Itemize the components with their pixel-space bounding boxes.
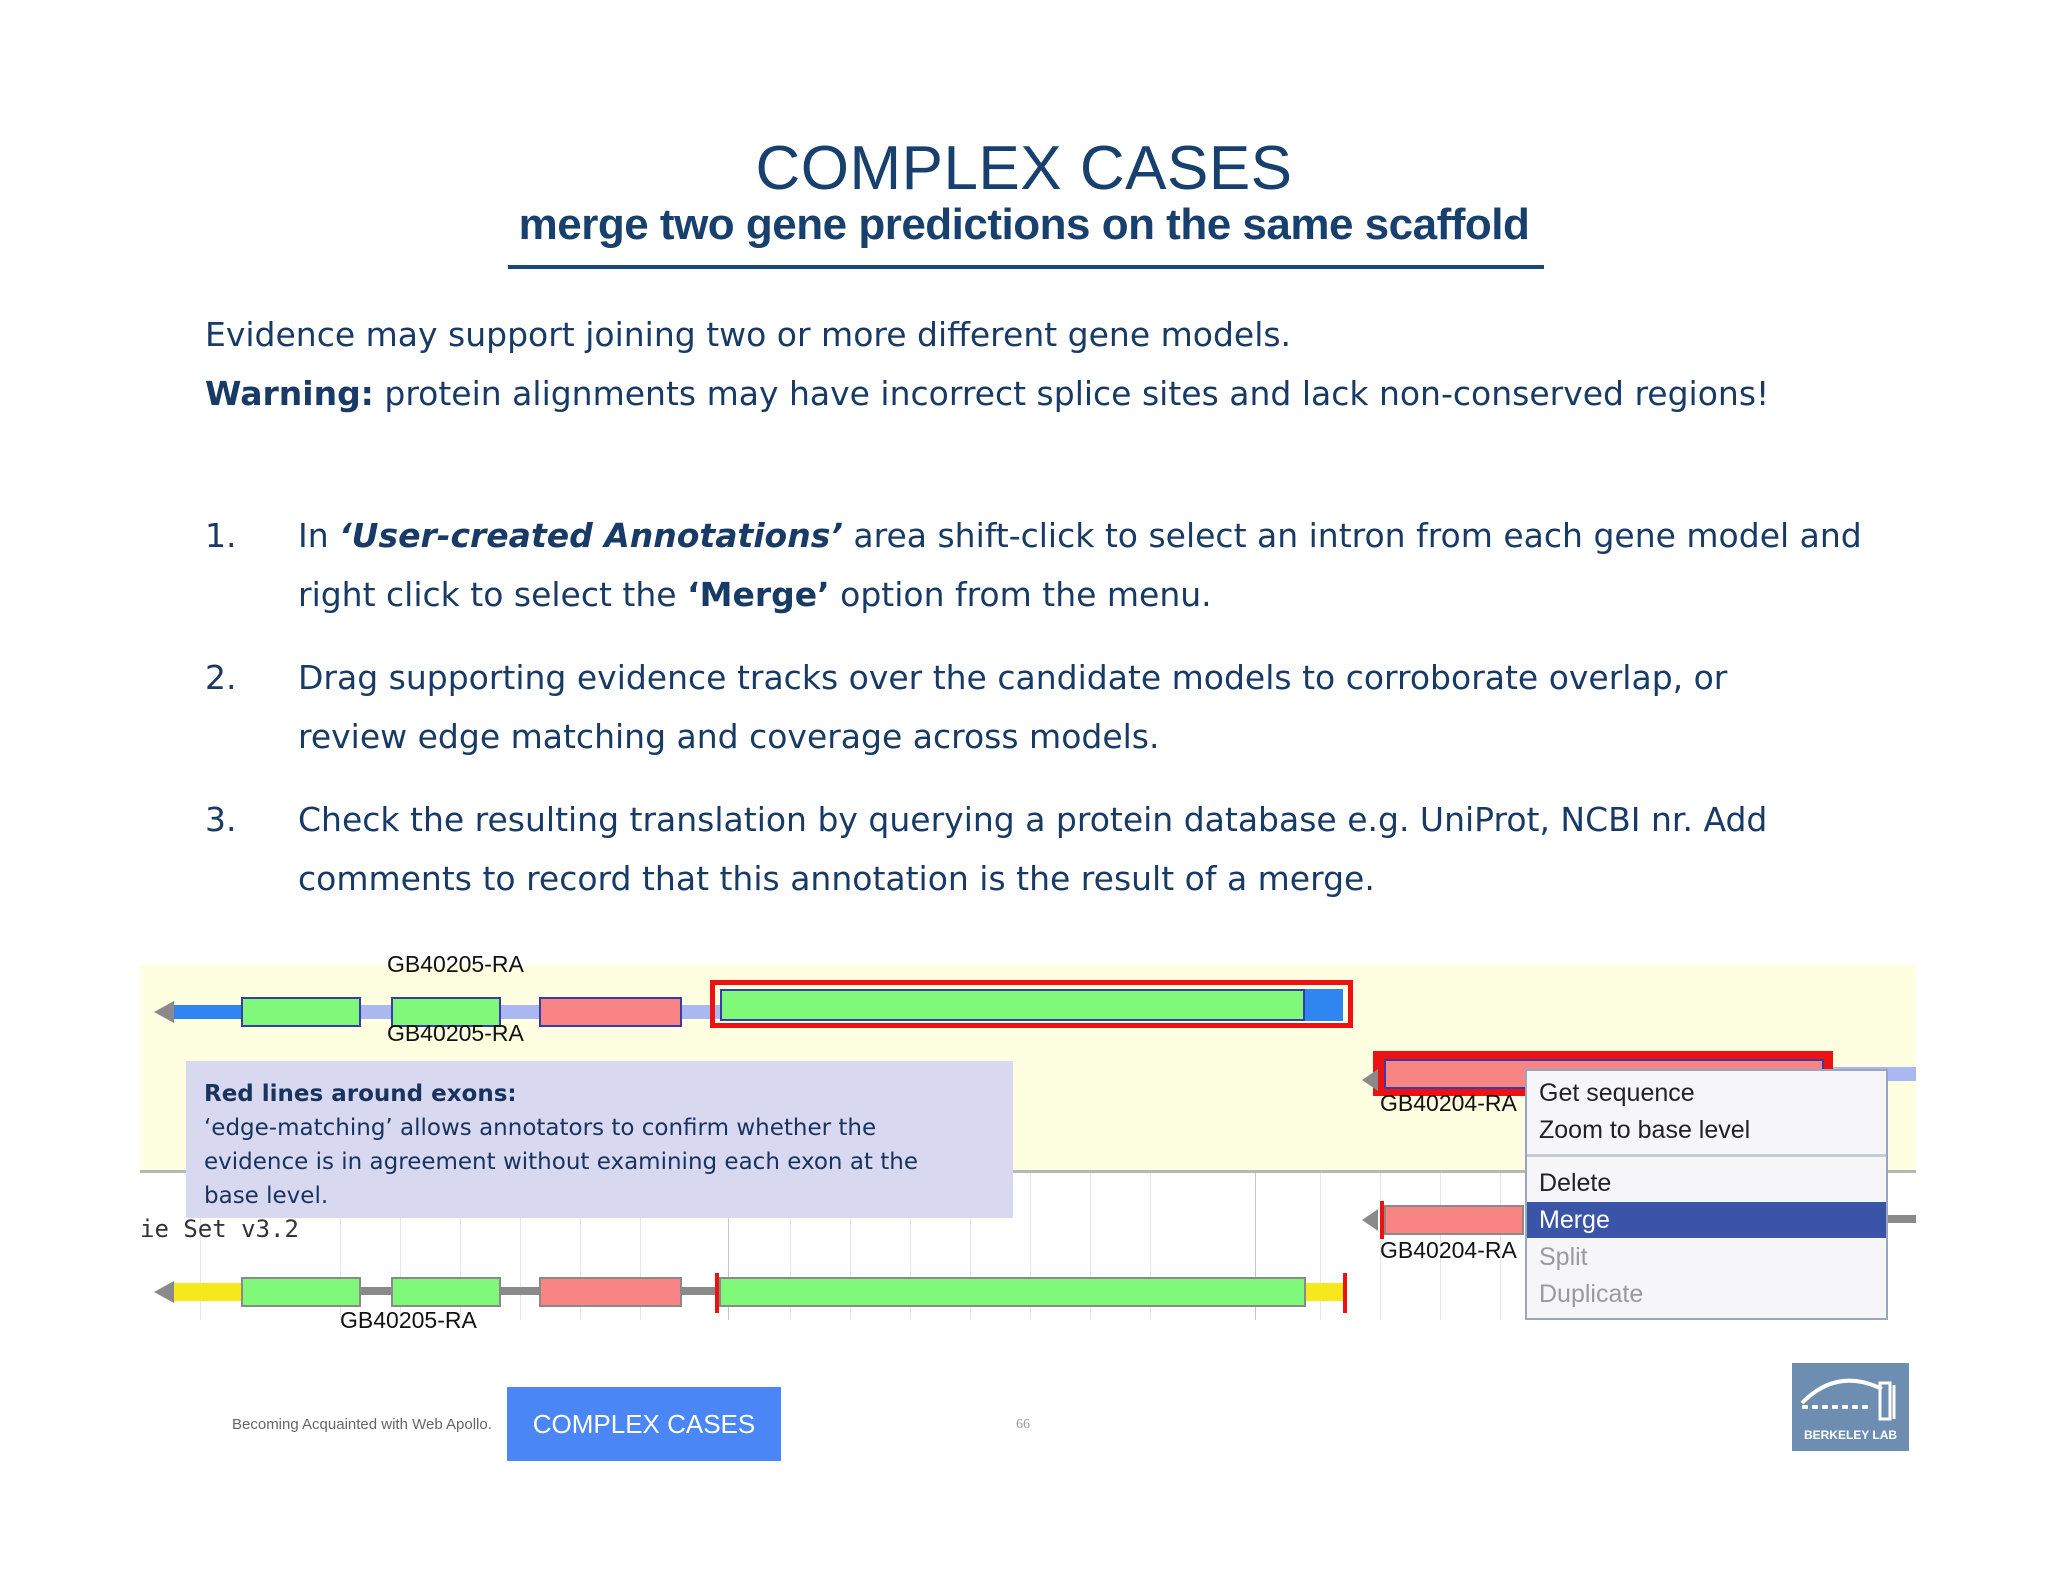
intro-line: Evidence may support joining two or more… [205, 315, 1292, 354]
menu-item-split[interactable]: Split [1539, 1243, 1588, 1271]
grid-line [640, 1173, 641, 1320]
exon[interactable] [720, 989, 1305, 1021]
edge-match-highlight [710, 980, 1353, 1028]
grid-line [728, 1173, 729, 1320]
edge-match-tick [1343, 1273, 1347, 1313]
exon[interactable] [391, 1277, 501, 1307]
warning-label: Warning: [205, 374, 374, 413]
menu-item-delete[interactable]: Delete [1539, 1169, 1612, 1197]
step-3-line-2: comments to record that this annotation … [298, 859, 1375, 898]
step-1-text: right click to select the [298, 575, 688, 614]
track-divider [140, 1170, 1916, 1173]
warning-text: protein alignments may have incorrect sp… [373, 374, 1770, 413]
utr-block [1305, 989, 1343, 1021]
footer-section-label: COMPLEX CASES [532, 1409, 756, 1439]
edge-match-tick [1380, 1201, 1384, 1239]
grid-line [790, 1173, 791, 1320]
strand-arrow-icon [1362, 1069, 1378, 1091]
warning-line: Warning: protein alignments may have inc… [205, 377, 1769, 410]
intron-line [1888, 1215, 1916, 1223]
grid-line [520, 1173, 521, 1320]
exon[interactable] [241, 997, 361, 1027]
step-1-text: option from the menu. [829, 575, 1212, 614]
strand-arrow-icon [1362, 1209, 1378, 1231]
title-underline [508, 265, 1544, 269]
berkeley-lab-logo-icon [1800, 1378, 1896, 1421]
edge-match-tick [715, 1273, 719, 1313]
exon[interactable] [1384, 1205, 1524, 1235]
menu-item-get-sequence[interactable]: Get sequence [1539, 1079, 1695, 1107]
grid-line [970, 1173, 971, 1320]
utr-block [174, 1005, 244, 1019]
logo-text: BERKELEY LAB [1803, 1428, 1898, 1442]
edge-matching-callout: Red lines around exons: ‘edge-matching’ … [186, 1061, 1013, 1218]
exon[interactable] [539, 1277, 682, 1307]
step-1-text: area shift-click to select an intron fro… [842, 516, 1862, 555]
grid-line [1380, 1173, 1381, 1320]
step-3-line-1: Check the resulting translation by query… [298, 800, 1768, 839]
grid-line [1255, 1173, 1256, 1320]
callout-title: Red lines around exons: [204, 1081, 517, 1107]
gene-label-right-1: GB40204-RA [1380, 1090, 1517, 1116]
utr-block [1306, 1283, 1344, 1301]
grid-line [910, 1173, 911, 1320]
footer-course-title: Becoming Acquainted with Web Apollo. [232, 1416, 492, 1433]
gene-label-cut-top: GB40205-RA [387, 951, 524, 977]
step-2-line-1: Drag supporting evidence tracks over the… [298, 658, 1728, 697]
step-1-line-2: right click to select the ‘Merge’ option… [298, 578, 1212, 611]
user-created-annotations-term: ‘User-created Annotations’ [339, 516, 843, 555]
callout-line: base level. [204, 1183, 329, 1209]
footer-section-tab[interactable] [507, 1387, 781, 1461]
grid-line [460, 1173, 461, 1320]
exon[interactable] [719, 1277, 1306, 1307]
merge-term: ‘Merge’ [687, 575, 830, 614]
apollo-screenshot: GB40205-RA GB40205-RA GB40204-RA Red lin… [140, 951, 1916, 1333]
grid-line [340, 1173, 341, 1320]
callout-line: ‘edge-matching’ allows annotators to con… [204, 1115, 877, 1141]
slide-subtitle: merge two gene predictions on the same s… [518, 200, 1530, 249]
grid-line [1150, 1173, 1151, 1320]
exon[interactable] [539, 997, 682, 1027]
menu-item-duplicate[interactable]: Duplicate [1539, 1280, 1644, 1308]
grid-line [1030, 1173, 1031, 1320]
slide-title: COMPLEX CASES [755, 134, 1293, 203]
step-2-line-2: review edge matching and coverage across… [298, 717, 1160, 756]
callout-line: evidence is in agreement without examini… [204, 1149, 918, 1175]
menu-separator [1527, 1154, 1886, 1157]
grid-line [1440, 1173, 1441, 1320]
grid-line [850, 1173, 851, 1320]
exon[interactable] [241, 1277, 361, 1307]
step-number: 3. [205, 800, 237, 839]
gene-label-right-2: GB40204-RA [1380, 1237, 1517, 1263]
exon[interactable] [391, 997, 501, 1027]
strand-arrow-icon [154, 1281, 174, 1303]
step-number: 1. [205, 516, 237, 555]
grid-line [200, 1173, 201, 1320]
grid-line [1320, 1173, 1321, 1320]
context-menu: Get sequence Zoom to base level Delete M… [1525, 1069, 1888, 1320]
step-number: 2. [205, 658, 237, 697]
gene-label-cut-bottom: GB40205-RA [340, 1307, 477, 1333]
gene-label-top: GB40205-RA [387, 1020, 524, 1046]
grid-line [1090, 1173, 1091, 1320]
menu-item-zoom-to-base-level[interactable]: Zoom to base level [1539, 1116, 1751, 1144]
utr-block [174, 1283, 244, 1301]
strand-arrow-icon [154, 1001, 174, 1023]
grid-line [580, 1173, 581, 1320]
grid-line [1500, 1173, 1501, 1320]
menu-item-merge[interactable]: Merge [1527, 1202, 1886, 1238]
step-1-line-1: In ‘User-created Annotations’ area shift… [298, 519, 1862, 552]
grid-line [400, 1173, 401, 1320]
berkeley-lab-logo [1792, 1363, 1909, 1451]
page-number: 66 [1016, 1417, 1030, 1432]
track-label: ie Set v3.2 [140, 1215, 299, 1243]
step-1-text: In [298, 516, 340, 555]
